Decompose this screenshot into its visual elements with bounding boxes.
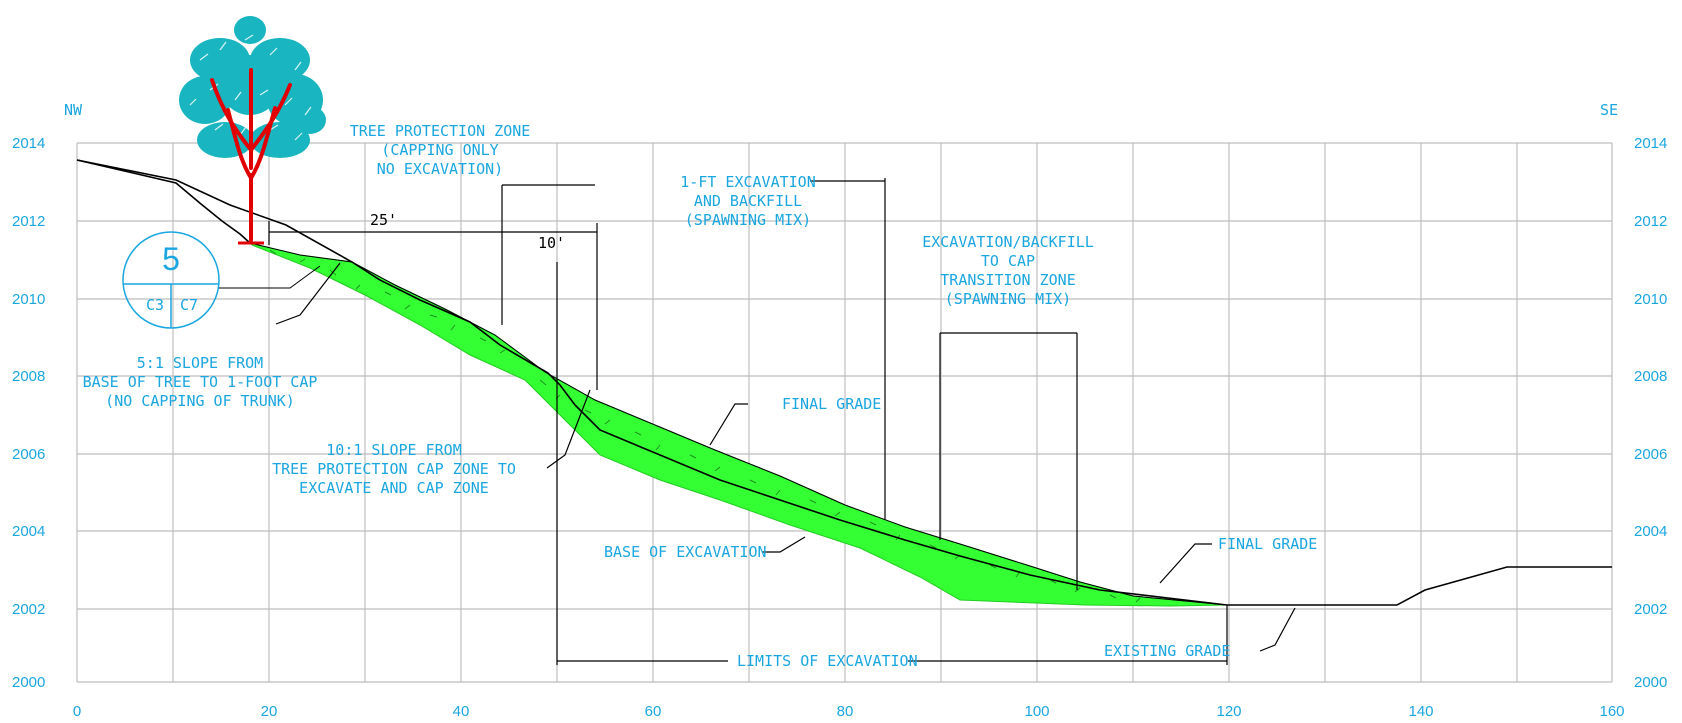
station-label: 60 — [645, 703, 662, 720]
elev-label: 2010 — [1634, 291, 1667, 308]
slope10-line: 10:1 SLOPE FROM — [326, 441, 461, 459]
station-labels: 0 20 40 60 80 100 120 140 160 — [73, 703, 1625, 720]
station-label: 100 — [1024, 703, 1049, 720]
slope5-line: BASE OF TREE TO 1-FOOT CAP — [83, 373, 318, 391]
dimension-10ft: 10' — [538, 234, 565, 252]
label-final-grade: FINAL GRADE — [1218, 535, 1317, 553]
station-label: 120 — [1216, 703, 1241, 720]
station-label: 20 — [261, 703, 278, 720]
station-label: 140 — [1408, 703, 1433, 720]
existing-grade-line — [76, 159, 1612, 606]
slope10-line: EXCAVATE AND CAP ZONE — [299, 479, 489, 497]
elev-label: 2002 — [1634, 601, 1667, 618]
spawning-mix-texture — [269, 249, 1141, 603]
tree-icon — [179, 16, 326, 245]
excav-line: 1-FT EXCAVATION — [680, 173, 815, 191]
elev-label: 2008 — [12, 368, 45, 385]
transition-line: TRANSITION ZONE — [940, 271, 1075, 289]
label-10to1-slope: 10:1 SLOPE FROM TREE PROTECTION CAP ZONE… — [272, 441, 516, 497]
dimension-25ft: 25' — [370, 211, 397, 229]
excav-line: (SPAWNING MIX) — [685, 211, 811, 229]
transition-line: (SPAWNING MIX) — [945, 290, 1071, 308]
elev-label: 2000 — [1634, 674, 1667, 691]
elev-label: 2010 — [12, 291, 45, 308]
slope10-line: TREE PROTECTION CAP ZONE TO — [272, 460, 516, 478]
final-grade-line — [249, 242, 1228, 606]
elevation-labels-left: 2014 2012 2010 2008 2006 2004 2002 2000 — [12, 135, 45, 691]
station-label: 80 — [837, 703, 854, 720]
excav-line: AND BACKFILL — [694, 192, 802, 210]
elev-label: 2014 — [12, 135, 45, 152]
elev-label: 2004 — [1634, 523, 1667, 540]
elev-label: 2012 — [12, 213, 45, 230]
label-tree-protection-zone: TREE PROTECTION ZONE (CAPPING ONLY NO EX… — [350, 122, 531, 178]
tpz-line: NO EXCAVATION) — [377, 160, 503, 178]
slope5-line: (NO CAPPING OF TRUNK) — [105, 392, 295, 410]
label-transition-zone: EXCAVATION/BACKFILL TO CAP TRANSITION ZO… — [922, 233, 1094, 308]
elev-label: 2004 — [12, 523, 45, 540]
callout-sheet-left: C3 — [146, 296, 164, 314]
callout-sheet-right: C7 — [180, 296, 198, 314]
elev-label: 2006 — [12, 446, 45, 463]
transition-line: TO CAP — [981, 252, 1035, 270]
dimension-lines — [268, 178, 1296, 665]
label-base-of-excavation: BASE OF EXCAVATION — [604, 543, 767, 561]
label-1ft-excavation: 1-FT EXCAVATION AND BACKFILL (SPAWNING M… — [680, 173, 815, 229]
slope5-line: 5:1 SLOPE FROM — [137, 354, 263, 372]
elev-label: 2000 — [12, 674, 45, 691]
label-limits-of-excavation: LIMITS OF EXCAVATION — [737, 652, 918, 670]
station-label: 160 — [1599, 703, 1624, 720]
elev-label: 2006 — [1634, 446, 1667, 463]
elev-label: 2008 — [1634, 368, 1667, 385]
label-existing-grade: EXISTING GRADE — [1104, 642, 1230, 660]
station-label: 40 — [453, 703, 470, 720]
transition-line: EXCAVATION/BACKFILL — [922, 233, 1094, 251]
direction-nw: NW — [64, 101, 83, 119]
tpz-line: (CAPPING ONLY — [381, 141, 498, 159]
elevation-labels-right: 2014 2012 2010 2008 2006 2004 2002 2000 — [1634, 135, 1667, 691]
tpz-line: TREE PROTECTION ZONE — [350, 122, 531, 140]
label-final-grade: FINAL GRADE — [782, 395, 881, 413]
direction-se: SE — [1600, 101, 1618, 119]
elev-label: 2014 — [1634, 135, 1667, 152]
station-label: 0 — [73, 703, 81, 720]
label-5to1-slope: 5:1 SLOPE FROM BASE OF TREE TO 1-FOOT CA… — [83, 354, 318, 410]
section-callout: 5 C3 C7 — [122, 231, 321, 329]
elev-label: 2002 — [12, 601, 45, 618]
elev-label: 2012 — [1634, 213, 1667, 230]
callout-number: 5 — [162, 241, 180, 277]
